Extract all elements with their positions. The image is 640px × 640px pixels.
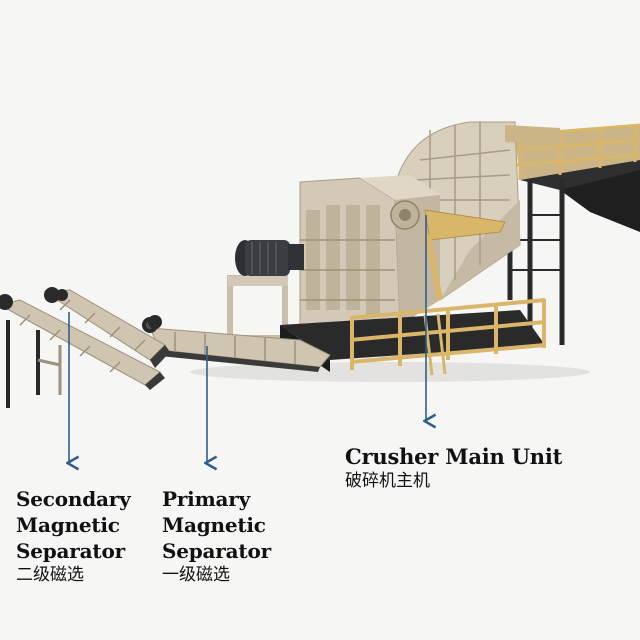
secondary-separator-label: Secondary Magnetic Separator 二级磁选 [16,489,131,584]
primary-label-line2: Magnetic [162,513,266,537]
secondary-label-line1: Secondary [16,487,131,511]
primary-separator-label: Primary Magnetic Separator 一级磁选 [162,489,271,584]
primary-label-chinese: 一级磁选 [162,565,230,585]
secondary-label-chinese: 二级磁选 [16,565,84,585]
secondary-label-line3: Separator [16,539,125,563]
pointer-arrows [69,215,426,463]
crusher-unit-label: Crusher Main Unit 破碎机主机 [345,446,562,490]
secondary-separator-conveyors [0,287,170,408]
secondary-label-line2: Magnetic [16,513,120,537]
primary-label-line3: Separator [162,539,271,563]
crusher-main-unit [227,121,560,372]
discharge-conveyor [507,123,640,345]
primary-label-line1: Primary [162,487,251,511]
crusher-label-chinese: 破碎机主机 [345,471,430,491]
crusher-label-line1: Crusher Main Unit [345,444,563,469]
